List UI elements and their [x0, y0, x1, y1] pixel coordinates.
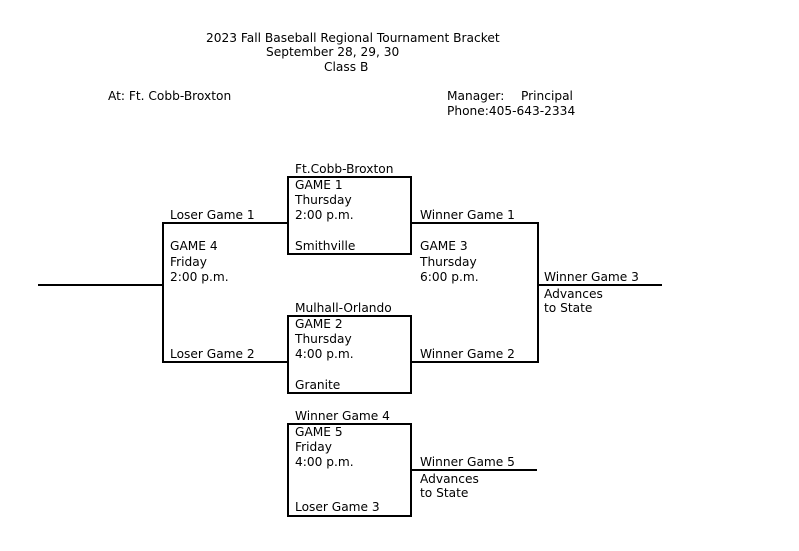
game1-title: GAME 1 [295, 178, 343, 192]
game3-result: Winner Game 3 [544, 270, 639, 284]
location-label: At: Ft. Cobb-Broxton [108, 89, 232, 103]
game2-bottom-team: Granite [295, 378, 341, 392]
game4-time: 2:00 p.m. [170, 270, 229, 284]
game4-bracket-line [162, 222, 164, 363]
game4-bottom-slot: Loser Game 2 [170, 347, 255, 361]
game2-top-team: Mulhall-Orlando [295, 301, 392, 315]
tournament-dates: September 28, 29, 30 [266, 45, 400, 59]
game4-day: Friday [170, 255, 207, 269]
game5-title: GAME 5 [295, 425, 343, 439]
game3-time: 6:00 p.m. [420, 270, 479, 284]
manager-value: Principal [521, 89, 573, 103]
game2-box [287, 315, 412, 394]
game1-bottom-team: Smithville [295, 239, 356, 253]
phone-number: Phone:405-643-2334 [447, 104, 576, 118]
game4-top-line [162, 222, 289, 224]
game5-note-line1: Advances [420, 472, 479, 486]
game3-top-line [411, 222, 539, 224]
game1-time: 2:00 p.m. [295, 208, 354, 222]
game3-note-line2: to State [544, 301, 593, 315]
game3-bottom-line [411, 361, 539, 363]
game3-top-slot: Winner Game 1 [420, 208, 515, 222]
game3-day: Thursday [420, 255, 477, 269]
game3-result-line [537, 284, 662, 286]
game5-note-line2: to State [420, 486, 469, 500]
game5-time: 4:00 p.m. [295, 455, 354, 469]
game4-bottom-line [162, 361, 289, 363]
game3-note-line1: Advances [544, 287, 603, 301]
game3-title: GAME 3 [420, 239, 468, 253]
game4-result-line [38, 284, 164, 286]
game5-bottom-slot: Loser Game 3 [295, 500, 380, 514]
game5-result: Winner Game 5 [420, 455, 515, 469]
game5-top-slot: Winner Game 4 [295, 409, 390, 423]
game4-top-slot: Loser Game 1 [170, 208, 255, 222]
game2-day: Thursday [295, 332, 352, 346]
game1-day: Thursday [295, 193, 352, 207]
bracket-title: 2023 Fall Baseball Regional Tournament B… [206, 31, 500, 45]
game3-bracket-line [537, 222, 539, 363]
game3-bottom-slot: Winner Game 2 [420, 347, 515, 361]
game5-result-line [411, 469, 537, 471]
game5-day: Friday [295, 440, 332, 454]
game4-title: GAME 4 [170, 239, 218, 253]
game2-time: 4:00 p.m. [295, 347, 354, 361]
game1-box [287, 176, 412, 255]
tournament-class: Class B [324, 60, 369, 74]
game1-top-team: Ft.Cobb-Broxton [295, 162, 394, 176]
game2-title: GAME 2 [295, 317, 343, 331]
manager-label: Manager: [447, 89, 505, 103]
